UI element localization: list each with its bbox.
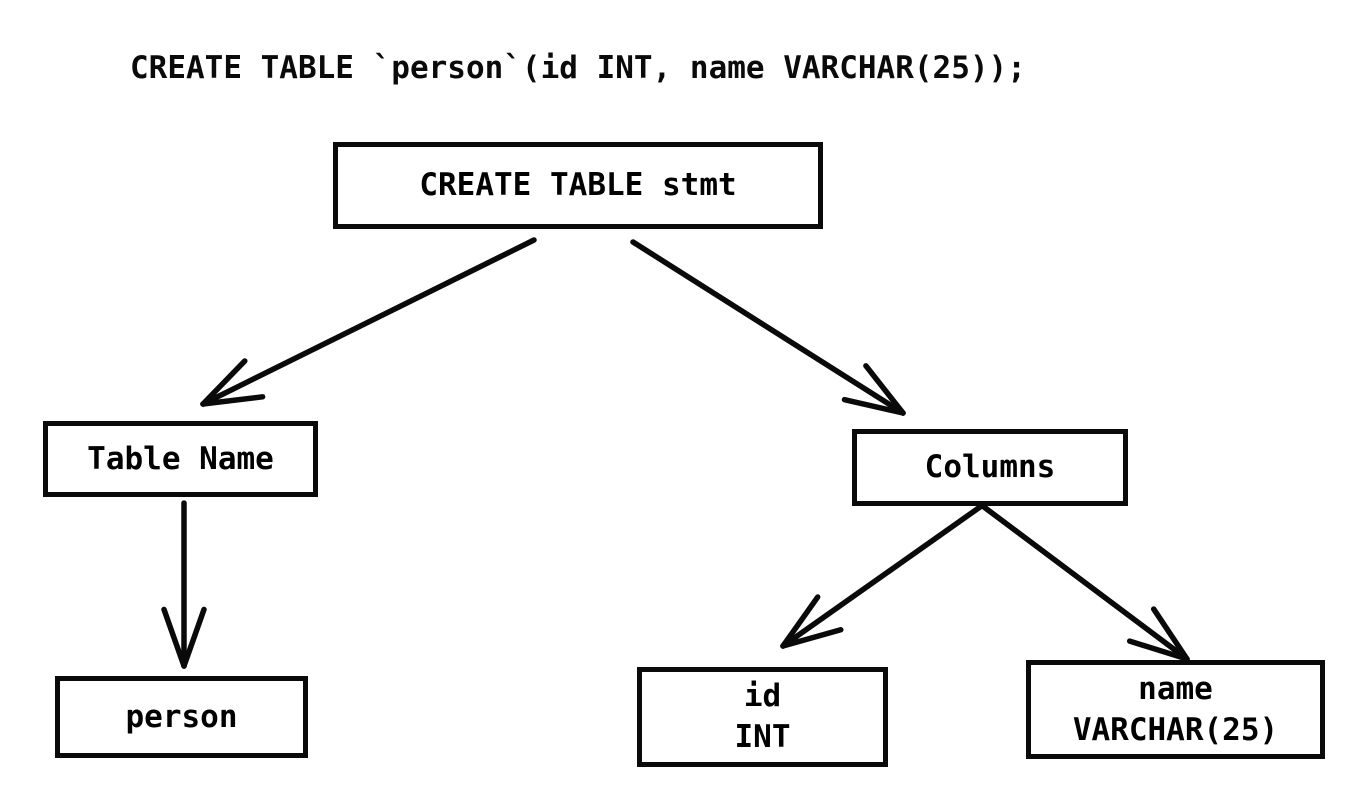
node-person-label: person [125,698,238,735]
node-columns: Columns [852,429,1128,506]
node-name-varchar: name VARCHAR(25) [1026,660,1325,759]
node-id-int-line2: INT [734,719,791,755]
node-create-table-stmt-label: CREATE TABLE stmt [419,167,737,204]
node-table-name: Table Name [43,421,318,497]
node-person: person [55,676,308,758]
node-id-int: id INT [637,667,888,767]
node-name-varchar-line2: VARCHAR(25) [1072,711,1279,748]
node-create-table-stmt: CREATE TABLE stmt [333,142,823,229]
node-table-name-label: Table Name [87,440,274,477]
sql-statement-text: CREATE TABLE `person`(id INT, name VARCH… [130,50,1026,86]
node-name-varchar-line1: name [1138,670,1213,707]
node-columns-label: Columns [924,449,1056,486]
node-id-int-line1: id [743,678,782,715]
